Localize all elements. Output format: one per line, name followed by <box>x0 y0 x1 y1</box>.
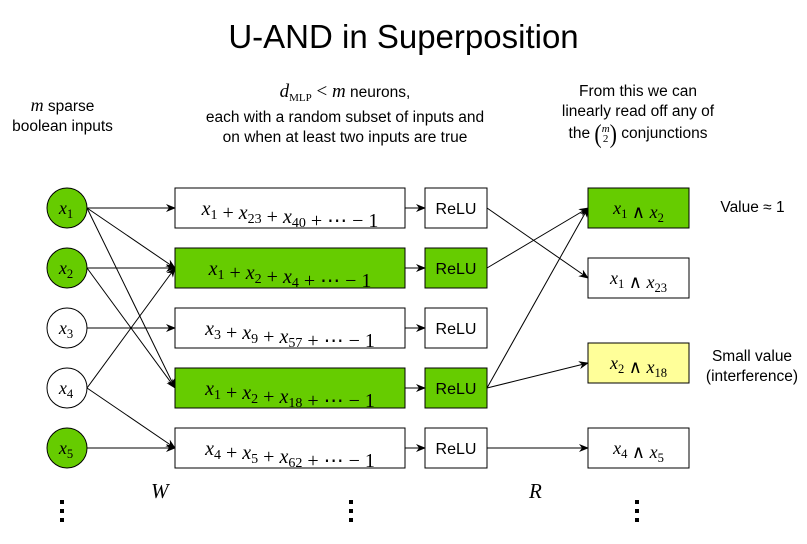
edge-w-x4-to-neuron-5 <box>86 387 176 449</box>
output-conjunction-label: x1 ∧ x2 <box>612 198 664 225</box>
neurons-header-line1: neurons, <box>345 84 411 101</box>
edge-w-x1-to-neuron-2 <box>86 207 176 269</box>
neuron-sum-box-5: x4 + x5 + x62 + ⋯ − 1 <box>174 427 406 472</box>
neuron-sum-box-4: x1 + x2 + x18 + ⋯ − 1 <box>174 367 406 412</box>
binomial-bottom: 2 <box>602 133 609 145</box>
input-node-x2: x2 <box>46 247 88 289</box>
output-conjunction-label: x2 ∧ x18 <box>609 353 667 380</box>
edge-r-relu-1-to-output-2 <box>486 207 589 279</box>
binomial-coefficient: ( m 2 ) <box>594 118 617 149</box>
neuron-sum-expression: x4 + x5 + x62 + ⋯ − 1 <box>204 438 375 472</box>
m-symbol: m <box>30 95 44 115</box>
neurons-header: dMLP < m neurons, each with a random sub… <box>170 82 520 148</box>
input-node-label: x5 <box>58 438 73 461</box>
relu-label: ReLU <box>436 261 477 278</box>
outputs-header-line2: linearly read off any of <box>561 103 715 120</box>
neuron-sum-box-3: x3 + x9 + x57 + ⋯ − 1 <box>174 307 406 352</box>
relu-box-3: ReLU <box>424 307 488 349</box>
input-node-x1: x1 <box>46 187 88 229</box>
binomial-top: m <box>601 123 610 135</box>
neuron-sum-box-1: x1 + x23 + x40 + ⋯ − 1 <box>174 187 406 232</box>
input-node-circle <box>46 427 88 469</box>
input-node-circle <box>46 187 88 229</box>
input-node-label: x4 <box>58 378 74 401</box>
relu-box-4: ReLU <box>424 367 488 409</box>
neuron-sum-expression: x3 + x9 + x57 + ⋯ − 1 <box>204 318 375 352</box>
neuron-sum-box-2: x1 + x2 + x4 + ⋯ − 1 <box>174 247 406 292</box>
output-conjunction-x1-and-x23: x1 ∧ x23 <box>587 257 690 299</box>
output-conjunction-x4-and-x5: x4 ∧ x5 <box>587 427 690 469</box>
inputs-ellipsis-icon <box>58 499 68 530</box>
less-than: < <box>311 81 332 102</box>
neurons-header-line3: on when at least two inputs are true <box>222 129 468 147</box>
edge-w-x1-to-neuron-4 <box>86 207 176 389</box>
relu-label: ReLU <box>436 441 477 458</box>
d-symbol: d <box>279 81 290 102</box>
edge-w-x4-to-neuron-2 <box>86 267 176 389</box>
neurons-ellipsis-icon <box>347 499 357 530</box>
input-node-x4: x4 <box>46 367 88 409</box>
inputs-header-line1: sparse <box>43 98 95 115</box>
input-node-circle <box>46 367 88 409</box>
diagram-title: U-AND in Superposition <box>228 18 579 55</box>
readout-matrix-R-label: R <box>529 479 542 503</box>
neurons-header-line2: each with a random subset of inputs and <box>205 109 485 127</box>
m-symbol: m <box>331 81 346 102</box>
edge-r-relu-4-to-output-3 <box>486 361 589 389</box>
neuron-sum-expression: x1 + x23 + x40 + ⋯ − 1 <box>201 198 379 232</box>
inputs-header: m sparse boolean inputs <box>0 95 125 137</box>
outputs-header-line3-post: conjunctions <box>616 125 708 142</box>
relu-label: ReLU <box>436 201 477 218</box>
outputs-ellipsis-icon <box>633 499 643 530</box>
outputs-header: From this we can linearly read off any o… <box>548 82 728 149</box>
input-node-circle <box>46 307 88 349</box>
output-conjunction-x1-and-x2: x1 ∧ x2 <box>587 187 690 229</box>
neuron-sum-expression: x1 + x2 + x4 + ⋯ − 1 <box>208 258 372 292</box>
neuron-sum-expression: x1 + x2 + x18 + ⋯ − 1 <box>204 378 375 412</box>
value-small-label: Small value (interference) <box>697 347 807 387</box>
value-small-line2: (interference) <box>705 368 799 385</box>
outputs-header-line3-pre: the <box>568 125 595 142</box>
output-conjunction-label: x1 ∧ x23 <box>609 268 667 295</box>
input-node-x5: x5 <box>46 427 88 469</box>
value-small-line1: Small value <box>711 348 793 365</box>
input-node-label: x1 <box>58 198 73 221</box>
input-node-label: x3 <box>58 318 73 341</box>
output-conjunction-label: x4 ∧ x5 <box>612 438 664 465</box>
relu-label: ReLU <box>436 381 477 398</box>
edge-r-relu-2-to-output-1 <box>486 207 589 269</box>
relu-box-5: ReLU <box>424 427 488 469</box>
output-conjunction-x2-and-x18: x2 ∧ x18 <box>587 342 690 384</box>
input-node-x3: x3 <box>46 307 88 349</box>
input-node-circle <box>46 247 88 289</box>
relu-box-2: ReLU <box>424 247 488 289</box>
weight-matrix-W-label: W <box>151 479 169 503</box>
outputs-header-line1: From this we can <box>578 83 697 100</box>
input-node-label: x2 <box>58 258 73 281</box>
relu-box-1: ReLU <box>424 187 488 229</box>
value-high-label: Value ≈ 1 <box>720 199 785 216</box>
edge-r-relu-4-to-output-1 <box>486 207 589 389</box>
relu-label: ReLU <box>436 321 477 338</box>
inputs-header-line2: boolean inputs <box>12 118 113 135</box>
d-subscript: MLP <box>289 92 312 105</box>
